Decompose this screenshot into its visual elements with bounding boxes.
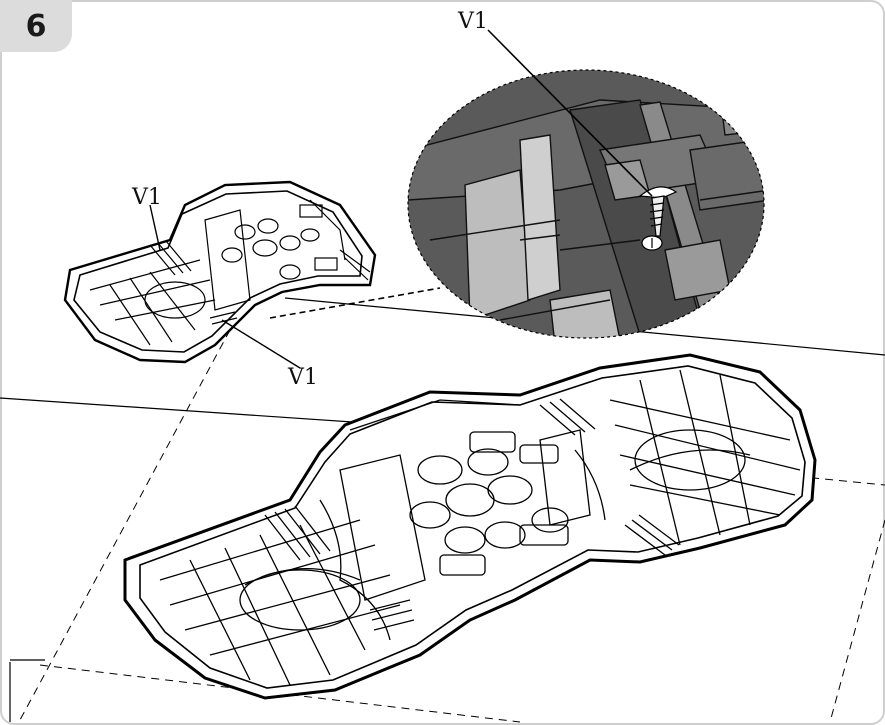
small-tray bbox=[63, 180, 377, 364]
screw-icon bbox=[638, 186, 678, 251]
step-number: 6 bbox=[25, 8, 47, 44]
bottom-callout-label: V1 bbox=[287, 365, 318, 390]
detail-magnifier bbox=[407, 29, 765, 339]
detail-callout-label: V1 bbox=[457, 9, 488, 34]
detail-leader-line bbox=[487, 29, 653, 197]
left-callout-label: V1 bbox=[131, 185, 162, 210]
large-tray bbox=[123, 353, 817, 700]
step-badge: 6 bbox=[0, 0, 72, 52]
left-leader-line bbox=[149, 204, 161, 251]
bottom-leader-line bbox=[221, 319, 301, 369]
